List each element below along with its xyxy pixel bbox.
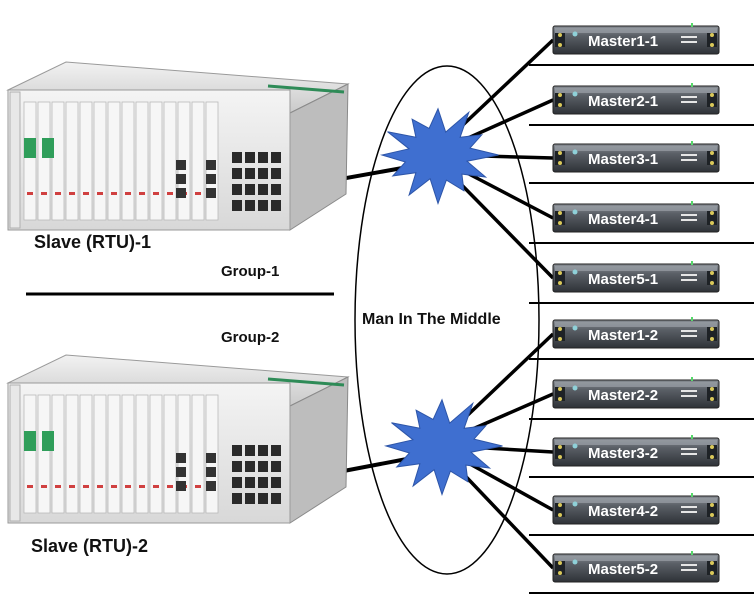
- mitm-label: Man In The Middle: [362, 311, 501, 328]
- master-device-7: Master2-2: [552, 377, 720, 409]
- master-label-8: Master3-2: [588, 445, 658, 462]
- master-label-7: Master2-2: [588, 387, 658, 404]
- master-label-1: Master1-1: [588, 33, 658, 50]
- mitm-ellipse: [354, 65, 540, 575]
- slave-rtu-2-rack: [6, 354, 350, 524]
- link-cloud2-master-10: [450, 460, 555, 570]
- slave-1-label: Slave (RTU)-1: [34, 232, 152, 252]
- master-device-3: Master3-1: [552, 141, 720, 173]
- master-device-9: Master4-2: [552, 493, 720, 525]
- master-device-10: Master5-2: [552, 551, 720, 583]
- master-label-9: Master4-2: [588, 503, 658, 520]
- master-label-4: Master4-1: [588, 211, 658, 228]
- group-2-label: Group-2: [221, 329, 280, 346]
- master-label-6: Master1-2: [588, 327, 658, 344]
- master-device-1: Master1-1: [552, 23, 720, 55]
- mitm-cloud-group-1: [379, 107, 499, 205]
- master-device-6: Master1-2: [552, 317, 720, 349]
- link-cloud1-master-5: [446, 169, 555, 280]
- slave-2-label: Slave (RTU)-2: [31, 536, 149, 556]
- master-device-8: Master3-2: [552, 435, 720, 467]
- slave-rtu-1-rack: [6, 61, 350, 231]
- master-label-10: Master5-2: [588, 561, 658, 578]
- master-device-5: Master5-1: [552, 261, 720, 293]
- master-label-2: Master2-1: [588, 93, 658, 110]
- master-device-2: Master2-1: [552, 83, 720, 115]
- mitm-cloud-group-2: [383, 398, 503, 496]
- master-devices: Master1-1Master2-1Master3-1Master4-1Mast…: [552, 23, 720, 583]
- master-label-3: Master3-1: [588, 151, 658, 168]
- group-1-label: Group-1: [221, 263, 280, 280]
- master-device-4: Master4-1: [552, 201, 720, 233]
- master-label-5: Master5-1: [588, 271, 658, 288]
